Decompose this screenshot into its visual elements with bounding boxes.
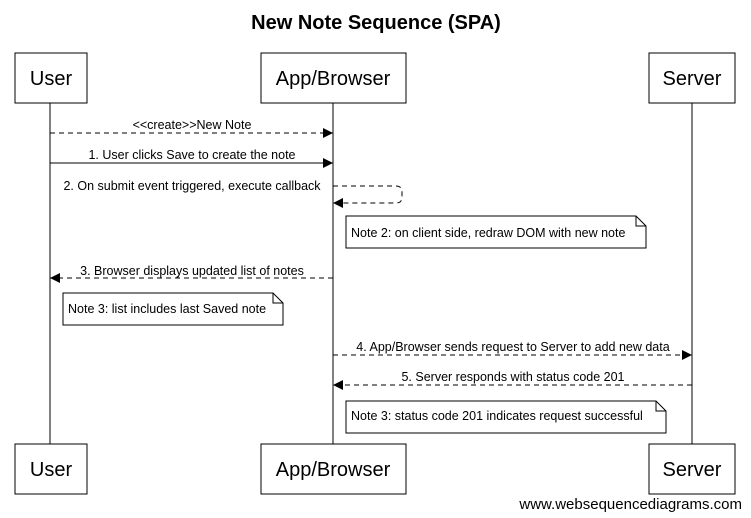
diagram-title: New Note Sequence (SPA) bbox=[251, 12, 501, 34]
message-label: 2. On submit event triggered, execute ca… bbox=[63, 179, 321, 193]
note-text: Note 3: status code 201 indicates reques… bbox=[351, 409, 643, 423]
message-1: 1. User clicks Save to create the note bbox=[50, 148, 333, 168]
actor-label: Server bbox=[663, 459, 722, 481]
message-label: 5. Server responds with status code 201 bbox=[401, 370, 624, 384]
actor-label: App/Browser bbox=[276, 459, 391, 481]
actor-app-browser-top: App/Browser bbox=[260, 52, 407, 104]
actor-user-bottom: User bbox=[14, 443, 88, 495]
actor-app-browser-bottom: App/Browser bbox=[260, 443, 407, 495]
message-create: <<create>>New Note bbox=[50, 118, 333, 138]
message-5: 5. Server responds with status code 201 bbox=[333, 370, 692, 390]
actor-user-top: User bbox=[14, 52, 88, 104]
note-text: Note 3: list includes last Saved note bbox=[68, 302, 266, 316]
message-label: 1. User clicks Save to create the note bbox=[88, 148, 295, 162]
actor-label: User bbox=[30, 459, 73, 481]
actor-label: App/Browser bbox=[276, 68, 391, 90]
message-3: 3. Browser displays updated list of note… bbox=[50, 264, 333, 283]
actor-server-bottom: Server bbox=[648, 443, 736, 495]
message-label: 4. App/Browser sends request to Server t… bbox=[356, 340, 669, 354]
message-label: 3. Browser displays updated list of note… bbox=[80, 264, 304, 278]
actor-label: User bbox=[30, 68, 73, 90]
note-redraw-dom: Note 2: on client side, redraw DOM with … bbox=[345, 215, 647, 249]
message-2-self: 2. On submit event triggered, execute ca… bbox=[63, 179, 403, 208]
message-label: <<create>>New Note bbox=[133, 118, 252, 132]
footer-watermark: www.websequencediagrams.com bbox=[518, 496, 742, 513]
message-4: 4. App/Browser sends request to Server t… bbox=[333, 340, 692, 360]
note-text: Note 2: on client side, redraw DOM with … bbox=[351, 226, 625, 240]
actor-server-top: Server bbox=[648, 52, 736, 104]
actor-label: Server bbox=[663, 68, 722, 90]
note-status-code: Note 3: status code 201 indicates reques… bbox=[345, 400, 667, 434]
note-list-includes: Note 3: list includes last Saved note bbox=[62, 292, 284, 326]
